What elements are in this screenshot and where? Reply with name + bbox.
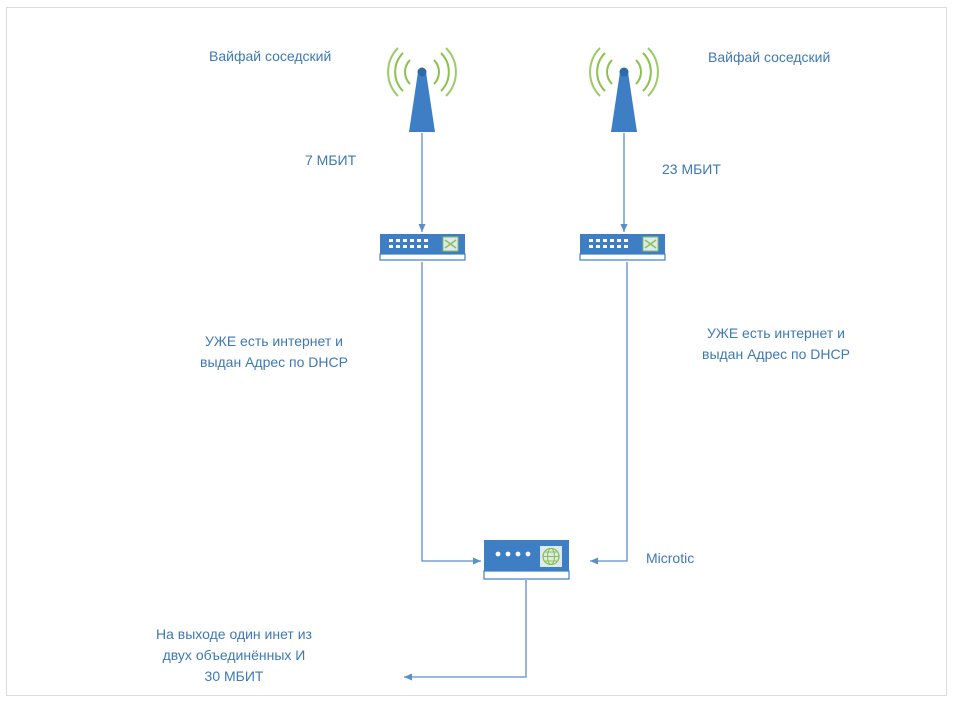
edge-right-dhcp-line-1: УЖЕ есть интернет и (707, 325, 845, 341)
diagram-border (6, 7, 947, 696)
edge-left-speed-label: 7 МБИТ (305, 152, 357, 168)
edge-right-dhcp-line-2: выдан Адрес по DHCP (702, 346, 850, 362)
output-line-3: 30 МБИТ (204, 668, 264, 684)
edge-router-output (404, 580, 527, 681)
wifi-antenna-icon (589, 47, 659, 132)
network-switch-icon (579, 234, 666, 261)
router-label: Microtic (646, 550, 695, 566)
output-line-2: двух объединённых И (162, 647, 306, 663)
output-line-1: На выходе один инет из (156, 626, 312, 642)
edge-switch-right-to-router (590, 262, 628, 565)
edge-right-dhcp-label: УЖЕ есть интернет и выдан Адрес по DHCP (688, 323, 864, 365)
network-switch-icon (379, 234, 466, 261)
edge-left-dhcp-label: УЖЕ есть интернет и выдан Адрес по DHCP (186, 331, 362, 373)
router-globe-icon (483, 540, 570, 580)
output-label: На выходе один инет из двух объединённых… (136, 624, 332, 687)
antenna-right-label: Вайфай соседский (708, 49, 831, 65)
edge-left-dhcp-line-1: УЖЕ есть интернет и (205, 333, 343, 349)
edge-switch-left-to-router (421, 262, 481, 565)
edge-right-speed-label: 23 МБИТ (662, 161, 721, 177)
wifi-antenna-icon (387, 47, 457, 132)
edge-left-dhcp-line-2: выдан Адрес по DHCP (200, 354, 348, 370)
antenna-left-label: Вайфай соседский (209, 48, 332, 64)
